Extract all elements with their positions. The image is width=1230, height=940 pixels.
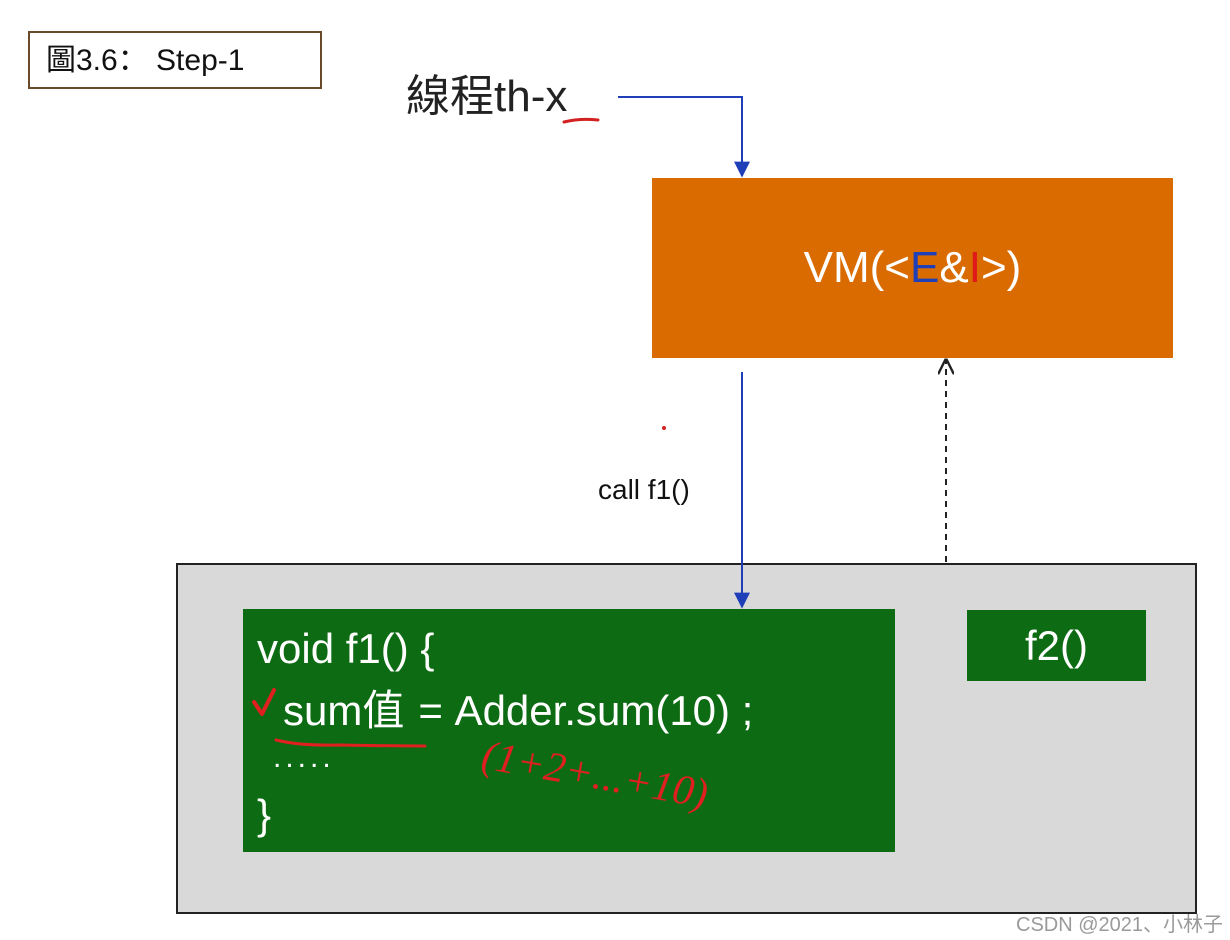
thread-x-red-underline — [562, 117, 600, 124]
vm-i-letter: I — [968, 243, 981, 292]
code-line-1: void f1() { — [257, 625, 435, 672]
figure-label: 圖3.6： Step-1 — [28, 31, 322, 89]
code-assignment: = Adder.sum(10) ; — [418, 687, 754, 734]
thread-label: 線程th-x — [406, 72, 568, 121]
vm-ampersand: & — [939, 243, 969, 292]
code-line-2: sum值 = Adder.sum(10) ; — [283, 677, 753, 738]
f1-code-box: void f1() { sum值= Adder.sum(10) ; ..... … — [243, 609, 895, 852]
vm-suffix: >) — [980, 243, 1022, 292]
code-line-close-brace: } — [257, 791, 272, 838]
csdn-watermark: CSDN @2021、小林子 — [1016, 914, 1224, 936]
vm-prefix: VM(< — [803, 243, 911, 292]
thread-to-vm-arrow — [618, 96, 750, 178]
f2-box: f2() — [967, 610, 1146, 681]
vm-box: VM(<E&I>) — [652, 178, 1173, 358]
red-dot-mark — [662, 426, 666, 430]
call-f1-label: call f1() — [598, 474, 690, 505]
vm-e-letter: E — [910, 243, 940, 292]
code-line-ellipsis: ..... — [273, 741, 335, 774]
code-sum-var: sum值 — [283, 687, 405, 734]
